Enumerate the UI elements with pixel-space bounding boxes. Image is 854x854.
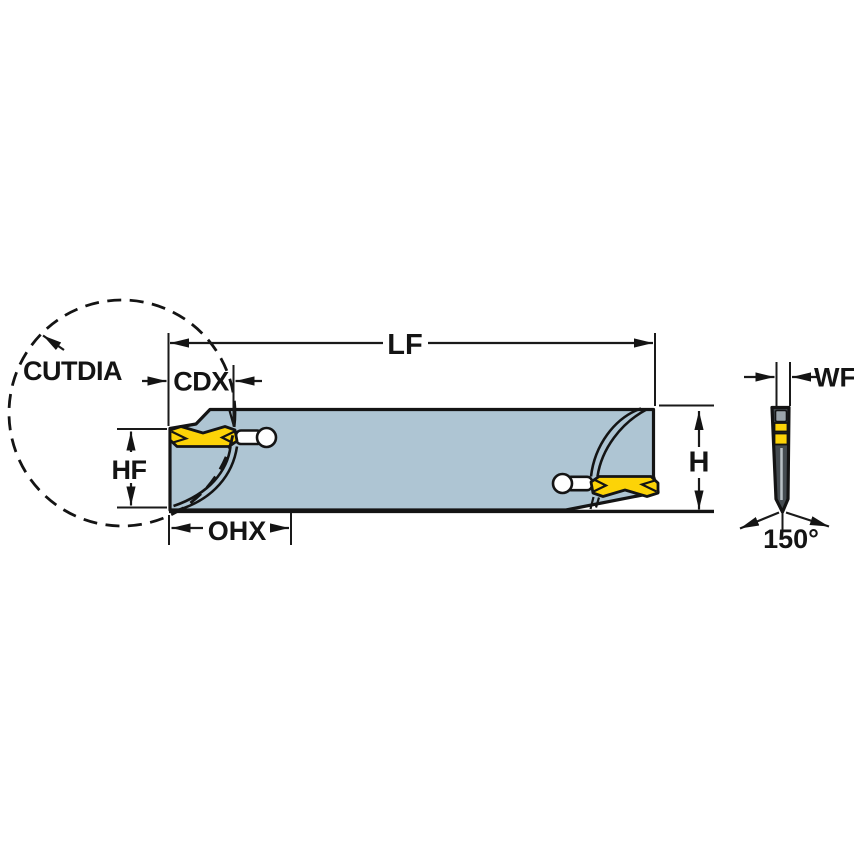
cutdia-dashed-circle xyxy=(7,298,237,528)
screw-slot-right-hole xyxy=(551,472,574,495)
insert-left-jaw-mark-2 xyxy=(219,430,236,444)
screw-slot-right xyxy=(551,472,594,495)
lf-label: LF xyxy=(387,329,422,361)
insert-right-jaw-mark-1 xyxy=(638,479,657,493)
screw-slot-left xyxy=(234,426,278,449)
dimension-lines xyxy=(42,334,830,533)
side-blade-insert-yellow-1 xyxy=(773,422,789,433)
insert-left-jaw-mark-1 xyxy=(171,430,190,444)
blade-front-line-right-2 xyxy=(594,497,601,508)
blade-curve-left-inner xyxy=(173,446,232,508)
blade-curve-right-outer xyxy=(596,408,648,477)
angle-label: 150° xyxy=(763,524,819,554)
angle-dim-left xyxy=(739,511,780,530)
insert-right xyxy=(589,475,660,498)
insert-right-jaw-mark-2 xyxy=(592,479,609,493)
screw-slot-left-hole xyxy=(255,426,278,449)
side-view xyxy=(770,405,791,514)
side-blade-insert-yellow-2 xyxy=(773,432,789,446)
hf-label: HF xyxy=(112,455,147,485)
dimension-labels: CUTDIA LF CDX HF OHX H WF 150° xyxy=(23,329,854,554)
tool-body xyxy=(168,407,660,512)
ohx-label: OHX xyxy=(208,516,267,546)
cdx-label: CDX xyxy=(173,367,229,397)
cutdia-label: CUTDIA xyxy=(23,356,122,386)
wf-label: WF xyxy=(814,363,854,393)
cutdia-arrow xyxy=(42,334,65,351)
blade-front-line-right-1 xyxy=(589,496,595,510)
insert-left xyxy=(168,425,239,448)
blade-curve-right-inner xyxy=(589,407,642,477)
extension-lines xyxy=(117,333,791,545)
side-blade-insert-top xyxy=(774,409,788,423)
angle-dim-right xyxy=(785,511,830,528)
main-view xyxy=(168,407,714,514)
blade-curve-left-outer xyxy=(177,446,239,512)
h-label: H xyxy=(689,447,710,479)
